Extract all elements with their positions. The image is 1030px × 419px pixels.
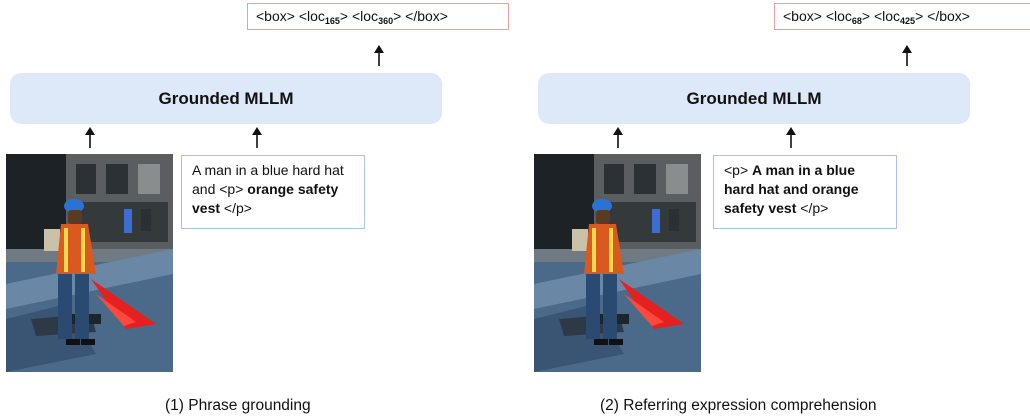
grounded-mllm-block: Grounded MLLM: [10, 73, 442, 124]
arrow-up-output: [900, 45, 914, 67]
output-mid: > <loc: [339, 8, 379, 24]
input-text-bold: orange safety vest: [192, 181, 339, 216]
output-mid: > <loc: [861, 8, 901, 24]
output-loc1: 165: [324, 16, 340, 26]
arrow-up-image: [83, 127, 97, 149]
input-text-box: <p> A man in a blue hard hat and orange …: [713, 155, 897, 229]
input-text-plain: A man in a blue hard hat and <p>: [192, 162, 344, 197]
panel-referring-expression: <box> <loc68> <loc425> </box> Grounded M…: [528, 0, 1030, 419]
output-loc2: 360: [378, 16, 394, 26]
output-loc1: 68: [851, 16, 862, 26]
output-box: <box> <loc68> <loc425> </box>: [774, 3, 1030, 30]
arrow-up-output: [372, 45, 386, 67]
input-image-worker: [534, 154, 701, 372]
input-text-plain: <p>: [724, 162, 753, 178]
input-text-box: A man in a blue hard hat and <p> orange …: [181, 155, 365, 229]
output-loc2: 425: [900, 16, 916, 26]
panel-phrase-grounding: <box> <loc165> <loc360> </box> Grounded …: [6, 3, 509, 414]
output-close: > </box>: [915, 8, 970, 24]
output-open: <box> <loc: [783, 8, 852, 24]
input-image-worker: [6, 154, 173, 372]
output-open: <box> <loc: [256, 8, 325, 24]
arrow-up-image: [611, 127, 625, 149]
arrow-up-text: [250, 127, 264, 149]
panel-caption: (1) Phrase grounding: [165, 397, 311, 414]
input-text-bold: A man in a blue hard hat and orange safe…: [724, 162, 859, 216]
output-box: <box> <loc165> <loc360> </box>: [247, 3, 509, 30]
output-close: > </box>: [393, 8, 448, 24]
input-text-end: </p>: [796, 200, 829, 216]
panel-caption: (2) Referring expression comprehension: [600, 397, 877, 414]
arrow-up-text: [784, 127, 798, 149]
grounded-mllm-block: Grounded MLLM: [538, 73, 970, 124]
input-text-end: </p>: [220, 200, 252, 216]
